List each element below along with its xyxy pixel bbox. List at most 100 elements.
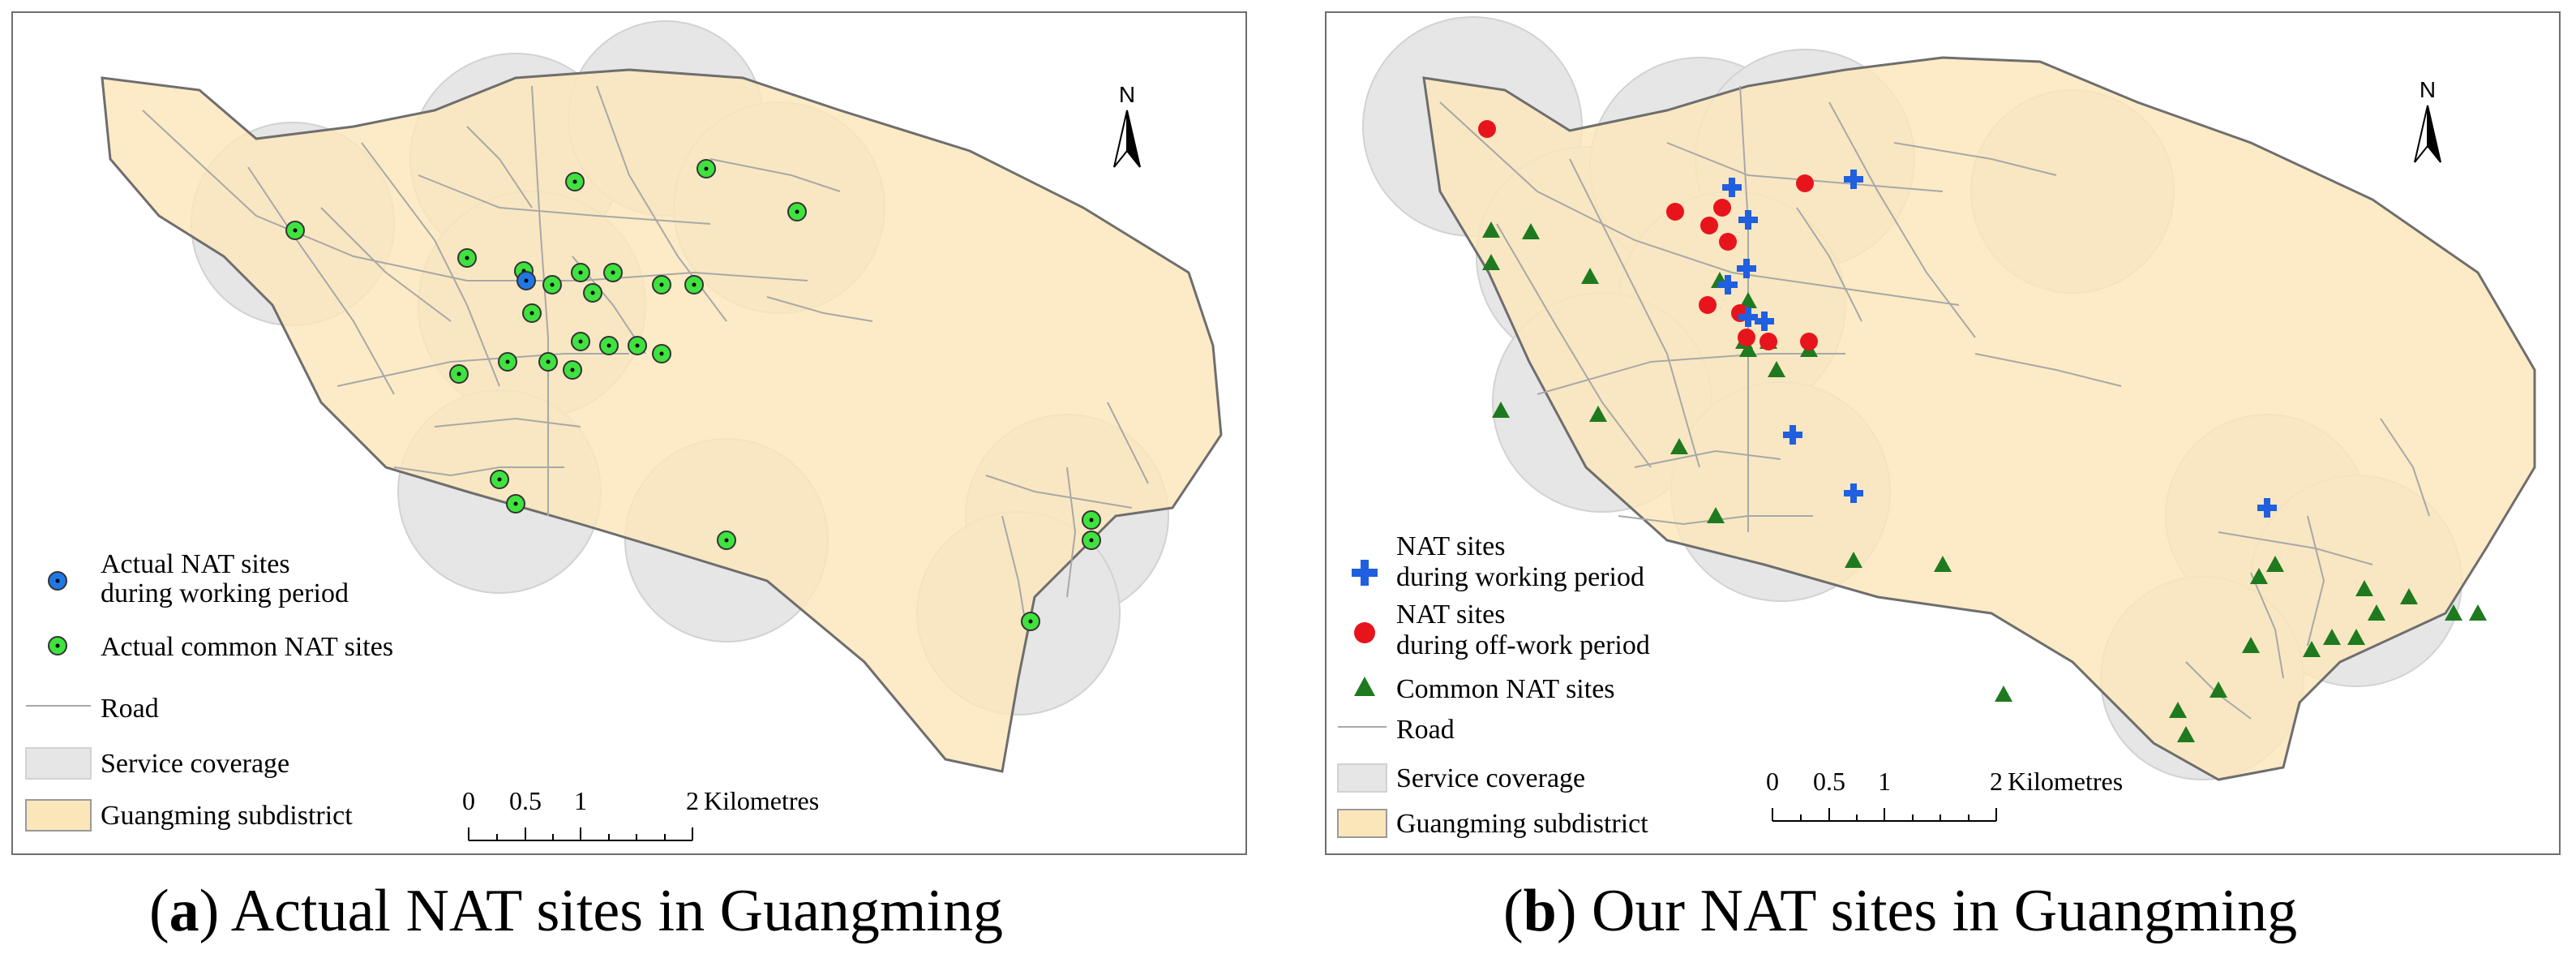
north-label: N <box>1119 82 1135 107</box>
legend-coverage-label: Service coverage <box>1396 763 1585 793</box>
offwork-nat-site-marker <box>1699 296 1717 314</box>
legend-b: NAT sites during working period NAT site… <box>1337 531 1650 839</box>
common-nat-site-marker <box>652 275 671 294</box>
guangming-subdistrict-polygon <box>1422 56 2536 781</box>
svg-text:Common NAT sites: Common NAT sites <box>1396 674 1615 704</box>
legend-subdistrict-icon <box>25 799 92 832</box>
scale-bar-a: 0 0.5 1 2 Kilometres <box>462 786 819 841</box>
common-nat-site-marker <box>1934 556 1952 572</box>
common-nat-site-marker <box>1482 221 1500 238</box>
common-nat-site-marker <box>2250 568 2268 584</box>
legend-green-triangle-icon <box>1354 677 1375 696</box>
scale-tick-0: 0 <box>1766 767 1779 796</box>
caption-text-b: Our NAT sites in Guangming <box>1591 878 2298 944</box>
offwork-nat-site-marker <box>1738 329 1755 346</box>
common-nat-site-marker <box>1082 510 1101 530</box>
scale-tick-2: 2 <box>686 786 699 815</box>
scale-bar-b: 0 0.5 1 2 Kilometres <box>1766 767 2123 822</box>
common-nat-site-marker <box>2210 681 2227 698</box>
common-nat-site-marker <box>2469 604 2487 621</box>
common-nat-site-marker <box>457 248 477 268</box>
common-nat-site-marker <box>2303 641 2321 657</box>
svg-text:Guangming subdistrict: Guangming subdistrict <box>101 801 353 831</box>
common-nat-site-marker <box>2355 580 2373 596</box>
working-nat-site-marker <box>1738 307 1758 327</box>
common-nat-site-marker <box>697 159 716 178</box>
offwork-nat-site-marker <box>1666 203 1684 221</box>
common-nat-site-marker <box>599 336 619 355</box>
legend-coverage-label: Service coverage <box>101 749 289 779</box>
common-nat-site-marker <box>2400 588 2418 604</box>
svg-text:during off-work period: during off-work period <box>1396 630 1650 660</box>
common-nat-site-marker <box>1082 531 1101 550</box>
legend-coverage-icon <box>25 747 92 780</box>
common-nat-site-marker <box>1021 612 1040 631</box>
working-nat-site-marker <box>1738 210 1758 230</box>
working-nat-site-marker <box>1722 178 1742 197</box>
common-nat-site-marker <box>787 202 807 221</box>
working-nat-site-marker <box>2257 498 2277 518</box>
common-nat-site-marker <box>628 336 647 355</box>
caption-tag-b: b <box>1523 878 1557 944</box>
common-nat-site-marker <box>684 275 704 294</box>
scale-tick-05: 0.5 <box>509 786 542 815</box>
common-nat-site-marker <box>1845 552 1862 568</box>
scale-tick-1: 1 <box>1878 767 1891 796</box>
common-nat-site-marker <box>1739 292 1757 308</box>
common-nat-site-marker <box>2368 604 2385 621</box>
working-nat-site-marker <box>1737 259 1756 278</box>
common-nat-site-marker <box>490 470 509 489</box>
common-nat-site-marker <box>571 332 590 351</box>
scale-tick-1: 1 <box>574 786 587 815</box>
common-nat-site-marker <box>563 360 582 380</box>
svg-text:Service coverage: Service coverage <box>101 749 289 779</box>
common-nat-site-marker <box>1768 361 1785 377</box>
common-nat-site-marker <box>2169 702 2187 718</box>
working-nat-site-marker <box>1844 484 1863 503</box>
legend-offwork-line1: NAT sites <box>1396 600 1505 630</box>
common-nat-site-marker <box>2347 629 2365 645</box>
caption-a: (a) Actual NAT sites in Guangming <box>149 878 1004 944</box>
common-nat-site-marker <box>1670 438 1688 454</box>
offwork-nat-site-marker <box>1800 333 1818 350</box>
north-arrow-icon: N <box>1113 82 1141 168</box>
offwork-nat-site-marker <box>1700 217 1718 234</box>
map-panel-a: N Actual NAT sites during working period… <box>11 11 1247 855</box>
common-nat-site-marker <box>1581 268 1599 284</box>
scale-unit: Kilometres <box>704 786 819 815</box>
legend-common-label: Common NAT sites <box>1396 674 1615 704</box>
scale-tick-05: 0.5 <box>1813 767 1845 796</box>
common-nat-site-marker <box>449 364 469 384</box>
sites-layer-a <box>285 159 1101 631</box>
svg-text:Road: Road <box>1396 715 1455 745</box>
legend-common-label: Actual common NAT sites <box>101 632 393 662</box>
common-nat-site-marker <box>506 494 525 514</box>
offwork-nat-site-marker <box>1796 174 1814 192</box>
working-nat-site-marker <box>1783 425 1802 445</box>
svg-text:during working period: during working period <box>101 578 349 608</box>
map-canvas-b: N NAT sites during working period NAT si… <box>1337 16 2536 839</box>
common-nat-site-marker <box>1589 406 1607 422</box>
scale-unit: Kilometres <box>2008 767 2123 796</box>
legend-working-line2: during working period <box>1396 562 1644 592</box>
common-nat-site-marker <box>285 221 305 240</box>
common-nat-site-marker <box>571 263 590 282</box>
caption-tag-a: a <box>169 878 199 944</box>
common-nat-site-marker <box>538 352 558 372</box>
svg-text:Guangming subdistrict: Guangming subdistrict <box>1396 809 1648 839</box>
common-nat-site-marker <box>1522 223 1540 239</box>
common-nat-site-marker <box>717 531 736 550</box>
scale-tick-0: 0 <box>462 786 475 815</box>
common-nat-site-marker <box>1707 507 1725 523</box>
working-nat-site-marker <box>1718 275 1738 294</box>
legend-blue-cross-icon <box>1352 560 1378 586</box>
common-nat-site-marker <box>583 283 602 303</box>
svg-text:NAT sites: NAT sites <box>1396 600 1505 630</box>
common-nat-site-marker <box>2445 604 2462 621</box>
legend-a: Actual NAT sites during working period A… <box>25 549 393 832</box>
road-layer <box>142 85 1149 630</box>
common-nat-site-marker <box>2177 726 2195 742</box>
common-nat-site-marker <box>1482 254 1500 270</box>
common-nat-site-marker <box>498 352 517 372</box>
offwork-nat-site-marker <box>1719 233 1737 251</box>
